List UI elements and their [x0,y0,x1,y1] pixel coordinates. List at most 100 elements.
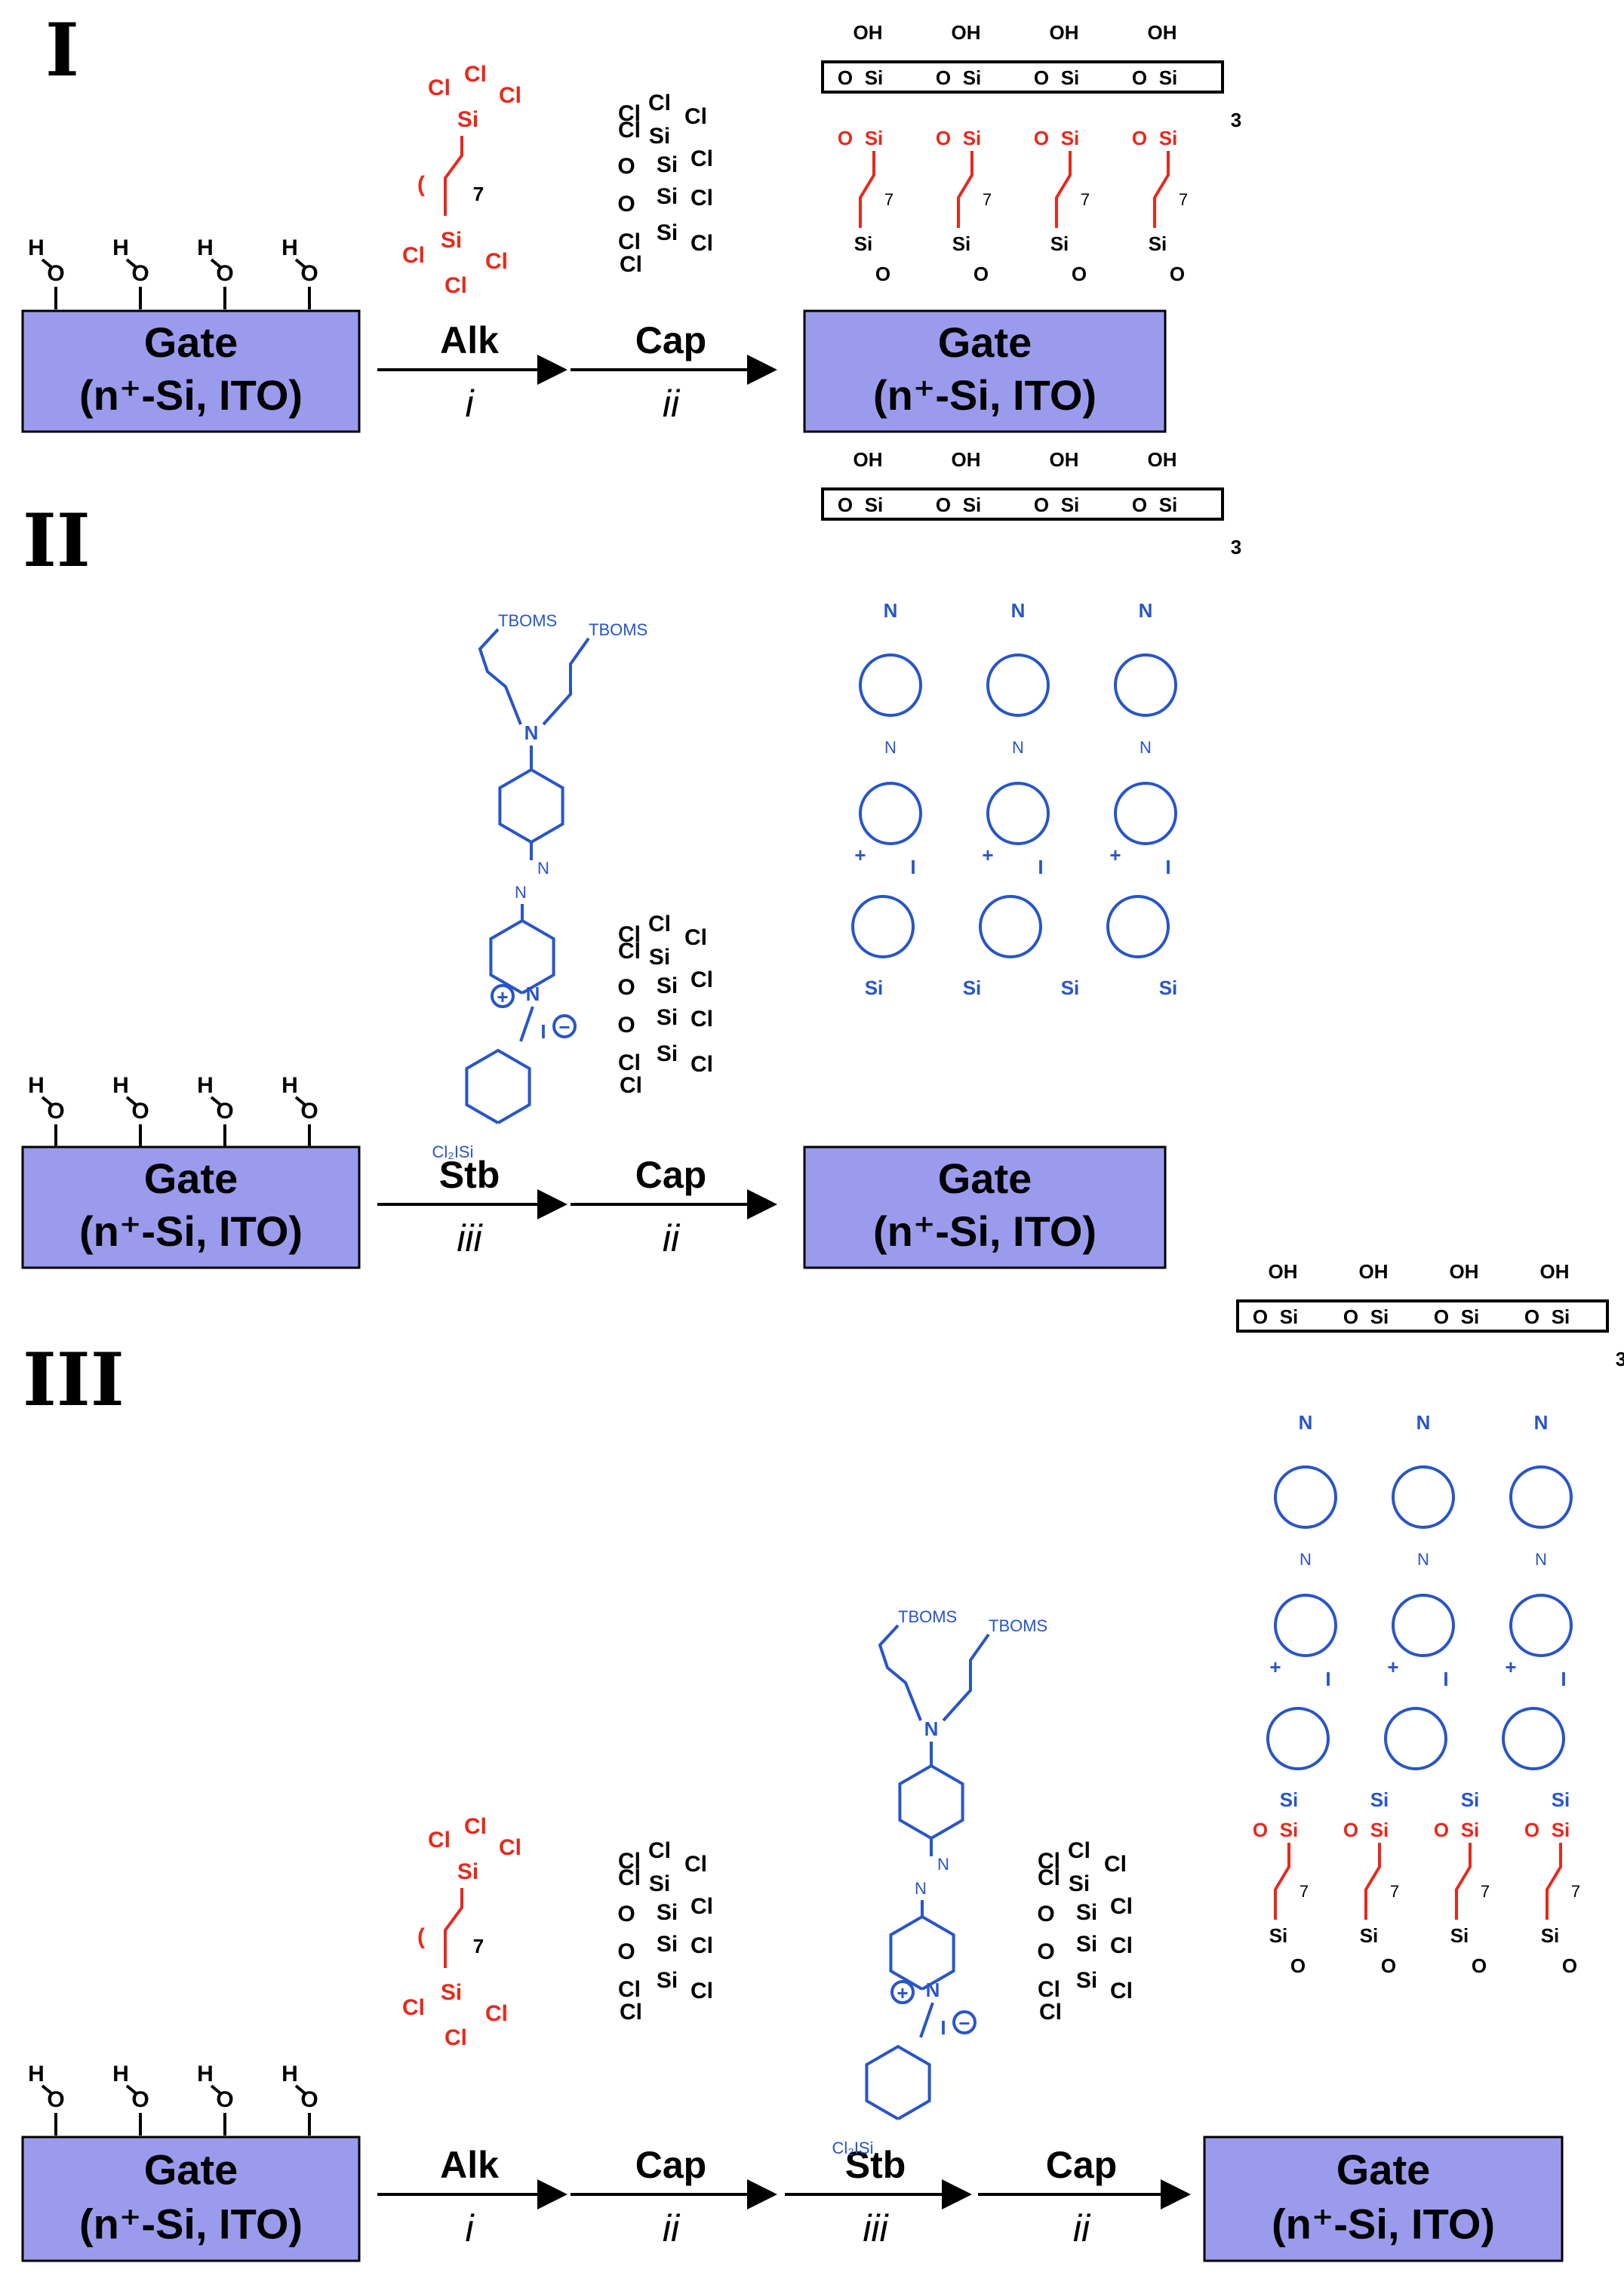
benzyl-ring [1384,1707,1447,1770]
hydroxyl-label: OH [1050,21,1079,44]
chlorine-label: Cl [499,83,521,108]
gate-rectangle [803,309,1167,433]
gate-rectangle [21,2136,361,2262]
silicon-label: Si [1159,127,1178,149]
nitrogen-label: N [1416,1411,1431,1434]
silicon-label: Si [865,127,884,149]
pyridinium-ring [986,782,1050,845]
plus-sign: + [1387,1656,1398,1678]
atom-label: Cl [1038,1865,1060,1890]
oxygen-label: O [47,261,64,286]
hydrogen-label: H [281,1073,298,1098]
atom-label: O [617,192,635,217]
silicon-label: Si [963,494,982,516]
repeat-count: 7 [1571,1882,1580,1901]
atom-label: Cl [1104,1852,1127,1877]
atom-label: Cl [1110,1933,1133,1958]
bond [294,2084,306,2095]
oxygen-label: O [47,2087,64,2112]
oxygen-label: O [300,2087,318,2112]
gate-product-III: Gate(n⁺-Si, ITO) [1203,2136,1564,2262]
pyridinium-ring [1509,1594,1573,1657]
nitrogen-label: N [1011,599,1026,622]
atom-label: Cl [620,1073,642,1098]
atom-label: Cl [618,229,641,254]
repeat-count: 7 [1179,190,1188,209]
gate-product-I: Gate(n⁺-Si, ITO) [803,309,1167,433]
oxygen-label: O [1472,1954,1487,1977]
minus-sign: − [558,1016,570,1038]
hydroxyl-label: OH [952,448,981,471]
nitrogen-label: N [915,1879,927,1898]
atom-label: O [617,1939,635,1964]
hydroxyl-label: OH [1050,448,1079,471]
oxygen-label: O [838,66,853,89]
gate-substrate-I: Gate(n⁺-Si, ITO) [21,309,361,433]
bond [210,258,222,269]
gate-title: Gate [144,2145,238,2193]
positive-charge [491,984,515,1008]
bond [41,258,53,269]
oxygen-label: O [1034,127,1049,149]
plus-sign: + [897,1982,908,2004]
hydrogen-label: H [28,235,45,260]
chlorine-label: Cl [402,243,425,268]
atom-label: Cl [691,1007,713,1032]
gate-material: (n⁺-Si, ITO) [79,1207,303,1255]
aromatic-ring [1392,1465,1455,1529]
silicon-label: Si [1461,1819,1480,1841]
atom-label: Cl [691,231,713,256]
nitrogen-label: N [524,721,539,744]
gate-material: (n⁺-Si, ITO) [873,371,1097,419]
nitrogen-label: N [1299,1411,1313,1434]
dichloroiodosilyl-label: Cl₂ISi [432,1142,474,1161]
aromatic-ring [1114,653,1177,717]
hydroxyl-label: OH [854,448,883,471]
aromatic-ring [865,2044,931,2120]
bond [41,2084,53,2095]
atom-label: Cl [691,1894,713,1919]
silicon-label: Si [1280,1305,1299,1328]
silicon-label: Si [1360,1924,1379,1947]
atom-label: Si [657,1932,678,1957]
chlorine-label: Cl [402,1995,425,2020]
atom-label: Si [649,1871,670,1896]
atom-label: Si [657,152,678,177]
dichloroiodosilyl-label: Cl₂ISi [832,2139,874,2157]
atom-label: Cl [1110,1979,1133,2003]
atom-label: Cl [620,2000,642,2025]
silicon-label: Si [1149,232,1167,255]
gate-title: Gate [938,1155,1032,1202]
silicon-label: Si [1370,1788,1389,1811]
hydrogen-label: H [281,235,298,260]
chlorine-label: Cl [464,1814,487,1839]
silicon-label: Si [1461,1788,1480,1811]
pyridinium-ring [1392,1594,1455,1657]
atom-label: Si [657,1900,678,1925]
nitrogen-label: N [1534,1411,1549,1434]
hydroxyl-label: OH [1148,448,1177,471]
oxygen-label: O [1034,66,1049,89]
silicon-label: Si [1280,1788,1299,1811]
iodide-label: I [1325,1668,1330,1690]
atom-label: Cl [1038,1849,1060,1874]
silicon-label: Si [1450,1924,1469,1947]
atom-label: Si [657,220,678,245]
step-number: i [465,383,475,425]
repeat-count: 7 [983,190,992,209]
oxygen-label: O [300,261,318,286]
oxygen-label: O [216,261,233,286]
step-number: ii [663,383,681,425]
repeat-count: 7 [1481,1882,1490,1901]
hydroxyl-label: OH [1359,1260,1389,1283]
atom-label: Cl [618,939,641,964]
hydrogen-label: H [197,2062,214,2086]
bond [878,1624,922,1721]
benzyl-ring [1502,1707,1565,1770]
atom-label: Cl [618,1977,641,2002]
